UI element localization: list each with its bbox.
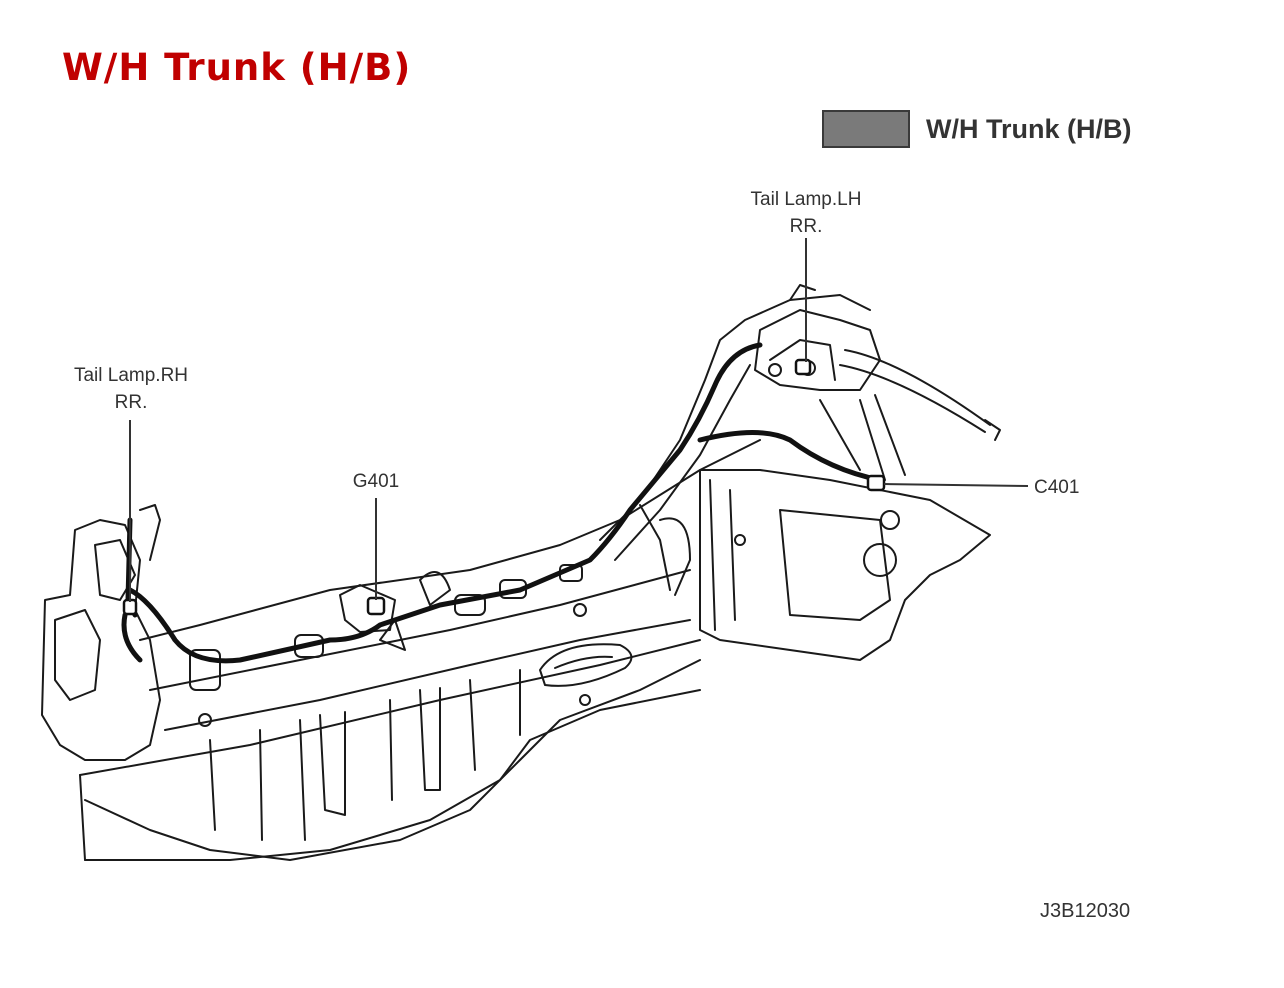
legend-label: W/H Trunk (H/B) <box>926 113 1132 144</box>
page-title: W/H Trunk (H/B) <box>62 46 412 89</box>
callout-tail-lamp-lh: Tail Lamp.LH RR. <box>742 186 870 240</box>
leader-c401 <box>883 483 1029 487</box>
callout-g401: G401 <box>352 471 400 492</box>
callout-tail-lamp-rh-line1: Tail Lamp.RH <box>73 365 189 386</box>
wheelhouse-window <box>779 509 891 621</box>
connectors <box>122 358 886 616</box>
lh-lamp-mount <box>754 309 881 391</box>
callout-tail-lamp-rh: Tail Lamp.RH RR. <box>66 362 196 416</box>
ground-g401-terminal <box>366 596 386 616</box>
callout-tail-lamp-lh-line1: Tail Lamp.LH <box>750 189 862 210</box>
connector-c401-body <box>866 474 886 492</box>
legend-swatch <box>822 110 910 148</box>
rh-bracket-inner <box>54 609 101 701</box>
c-pillar-inner <box>614 364 751 561</box>
leader-lines <box>129 238 1029 602</box>
floor-upper-rail <box>149 569 691 691</box>
harness-routing <box>121 342 883 664</box>
callout-tail-lamp-lh-line2: RR. <box>789 216 823 237</box>
floor-top-edge <box>139 439 761 641</box>
figure-id: J3B12030 <box>1040 900 1131 922</box>
floor-bottom-skin <box>84 659 701 861</box>
body-structure <box>41 284 1001 861</box>
legend: W/H Trunk (H/B) <box>822 108 1131 150</box>
connector-lh-lamp <box>794 358 812 376</box>
rh-bracket-outline <box>41 519 161 761</box>
callout-c401: C401 <box>1034 477 1080 498</box>
harness-branch-lh <box>697 430 883 483</box>
floor-mid-rail <box>164 619 691 731</box>
connector-rh-lamp <box>122 598 138 616</box>
callout-tail-lamp-rh-line2: RR. <box>114 392 148 413</box>
harness-main-run <box>127 342 763 664</box>
quarter-panel-outline <box>699 469 991 661</box>
